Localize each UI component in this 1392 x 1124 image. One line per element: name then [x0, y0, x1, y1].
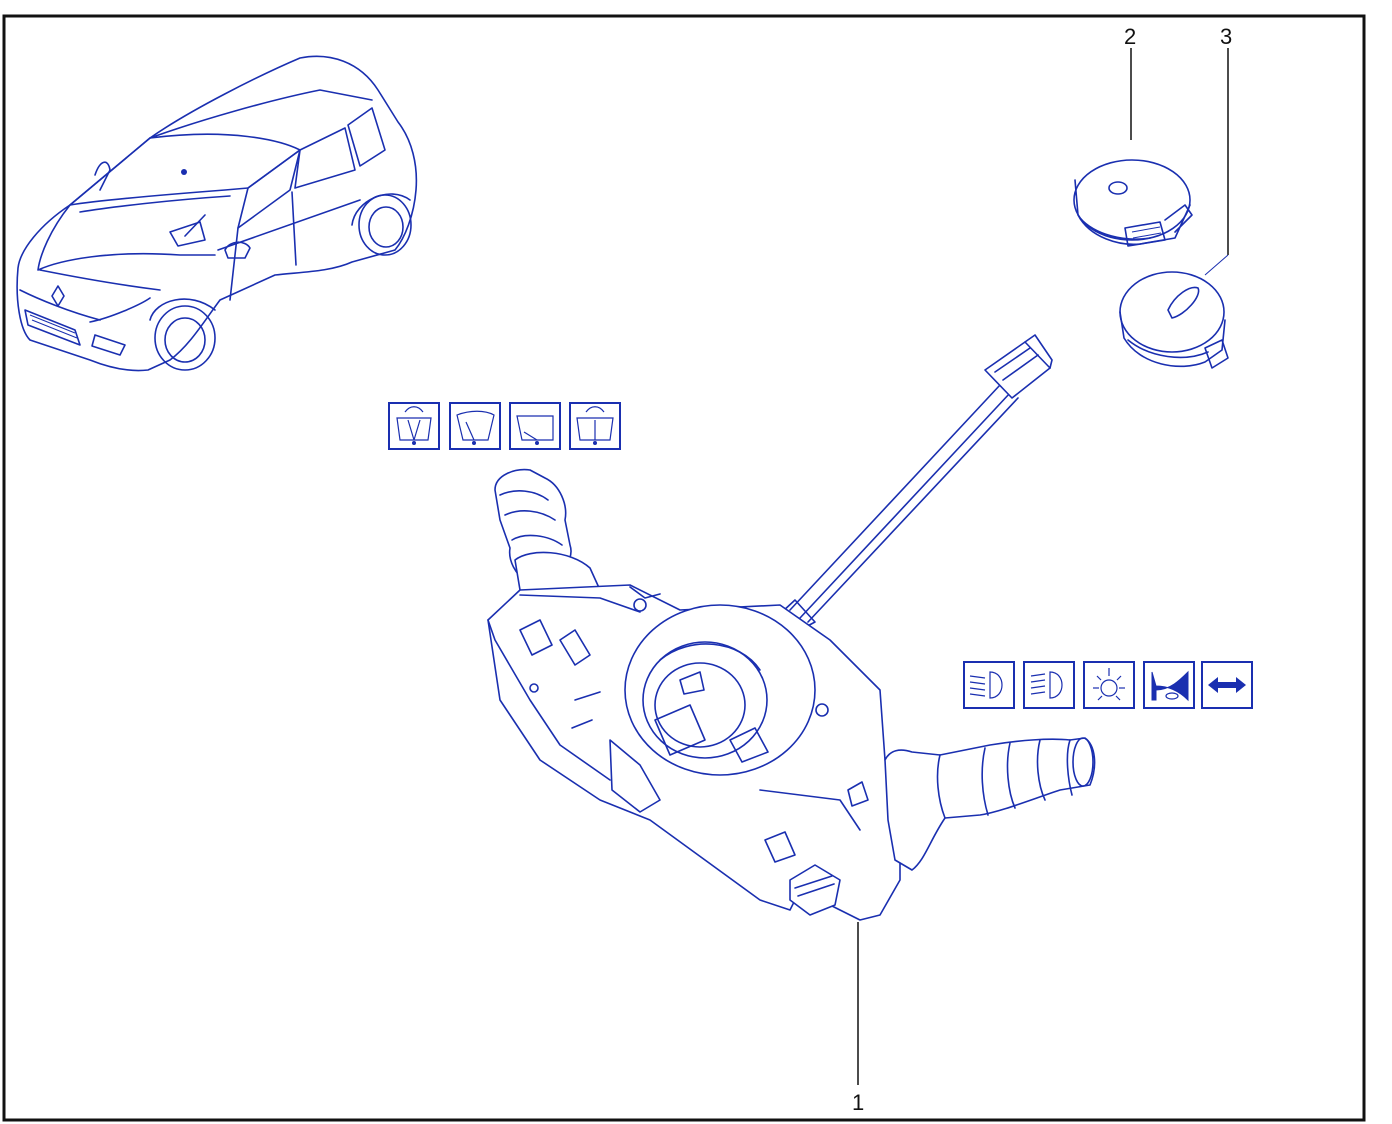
- horn-icon: [1143, 661, 1195, 709]
- lighting-icons-row: [963, 661, 1253, 709]
- windshield-wiper-icon: [388, 402, 440, 450]
- wiper-icons-row: [388, 402, 621, 450]
- rear-window-icon: [509, 402, 561, 450]
- part-3-light-sensor: [1119, 48, 1229, 369]
- callout-1: 1: [852, 1090, 864, 1115]
- part-2-rain-sensor: [1073, 48, 1193, 247]
- part-1-column-switch: [487, 334, 1096, 1085]
- indicator-arrows-icon: [1201, 661, 1253, 709]
- callout-2: 2: [1124, 24, 1136, 49]
- low-beam-icon: [963, 661, 1015, 709]
- front-wiper-icon: [449, 402, 501, 450]
- car-illustration: [16, 55, 418, 372]
- diagram-frame: [2, 14, 1366, 1122]
- interior-light-icon: [1083, 661, 1135, 709]
- high-beam-icon: [1023, 661, 1075, 709]
- rear-wiper-icon: [569, 402, 621, 450]
- callout-3: 3: [1220, 24, 1232, 49]
